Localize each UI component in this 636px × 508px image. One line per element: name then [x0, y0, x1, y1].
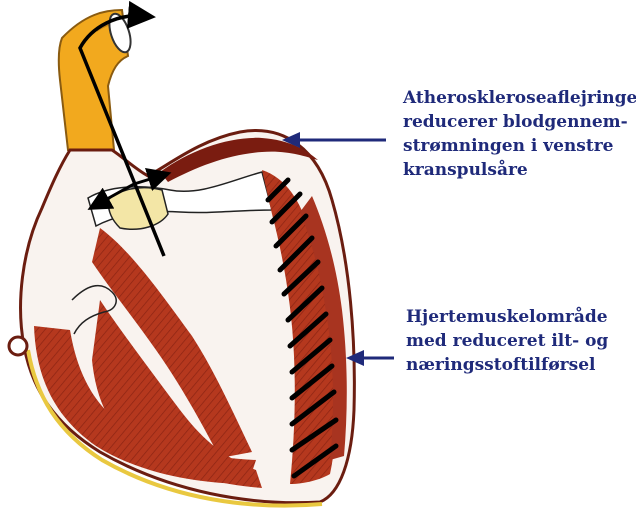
- callout-line: kranspulsåre: [403, 158, 636, 182]
- callout-atherosclerosis: Atheroskleroseaflejringer reducerer blod…: [403, 86, 636, 182]
- vessel-cross-section: [9, 337, 27, 355]
- arrow-left-icon: [282, 132, 386, 148]
- callout-line: strømningen i venstre: [403, 134, 636, 158]
- callout-line: Atheroskleroseaflejringer: [403, 86, 636, 110]
- callout-line: Hjertemuskelområde: [406, 305, 608, 329]
- callout-line: med reduceret ilt- og: [406, 329, 608, 353]
- callout-muscle-area: Hjertemuskelområde med reduceret ilt- og…: [406, 305, 608, 377]
- callout-line: næringsstoftilførsel: [406, 353, 608, 377]
- callout-line: reducerer blodgennem-: [403, 110, 636, 134]
